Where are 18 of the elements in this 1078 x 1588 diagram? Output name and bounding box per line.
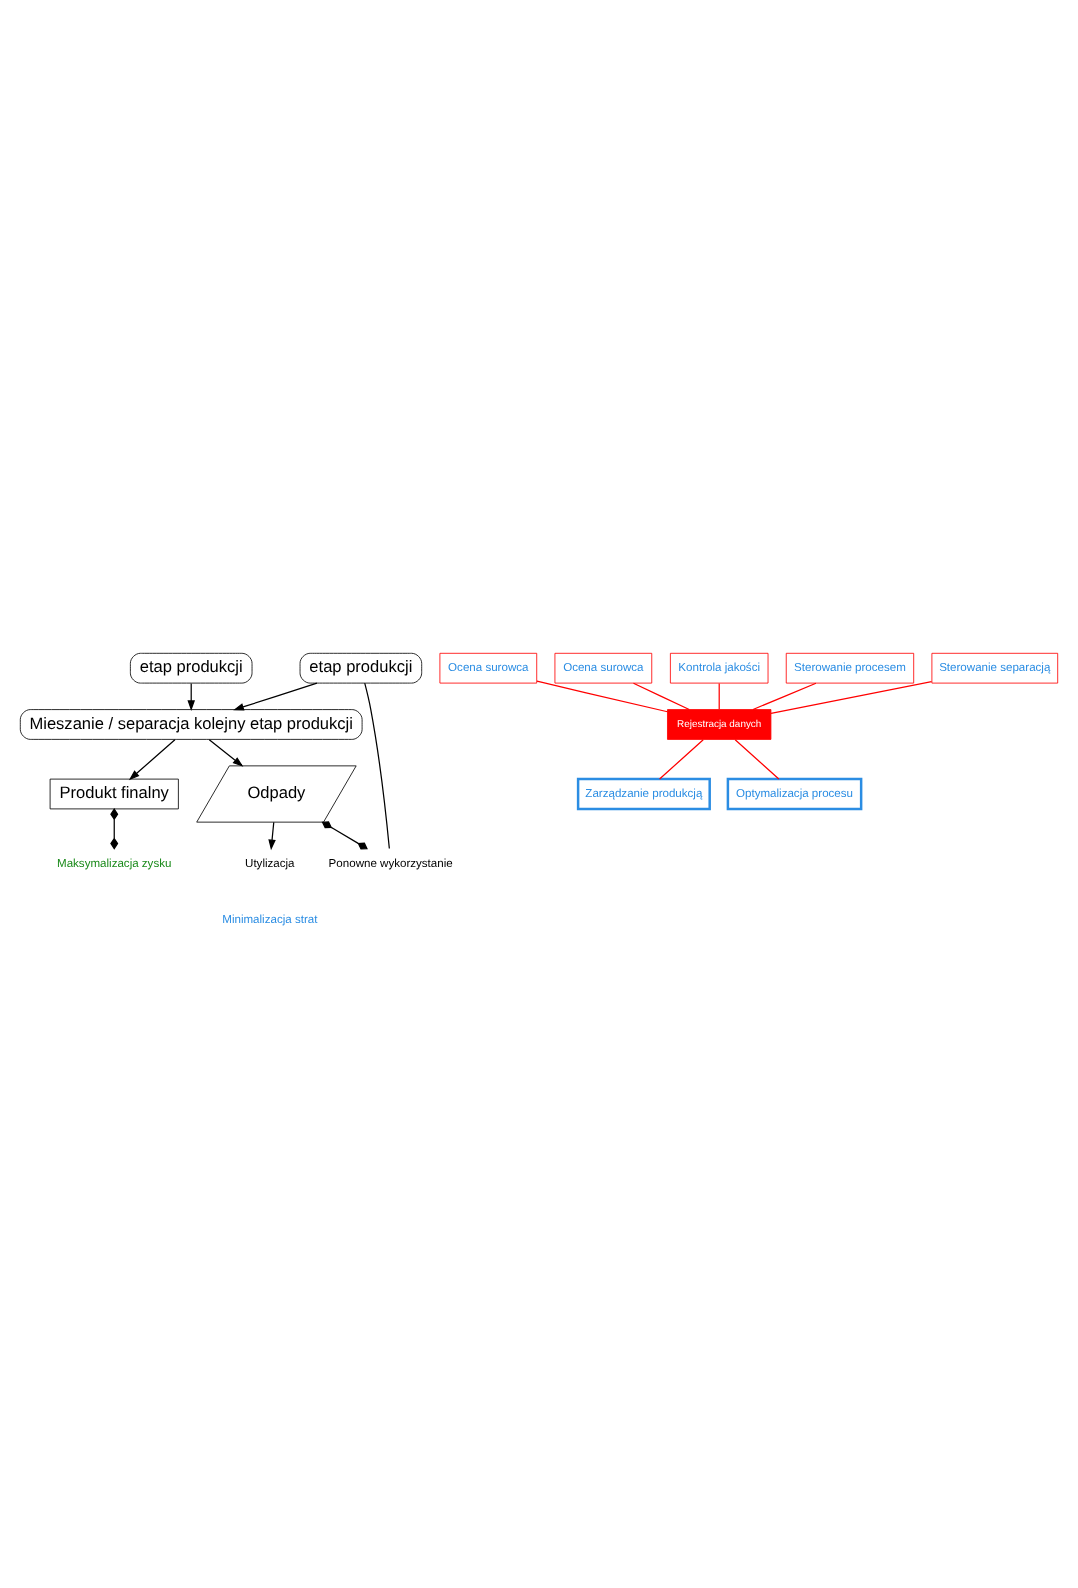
connector xyxy=(632,682,690,711)
connector xyxy=(536,680,669,713)
node-box: etap produkcji xyxy=(299,652,423,684)
node-box: etap produkcji xyxy=(129,652,253,684)
node-box: Produkt finalny xyxy=(49,778,179,810)
arrow xyxy=(208,739,244,767)
connector xyxy=(752,682,817,711)
connector xyxy=(658,739,704,780)
arrow xyxy=(268,821,276,851)
connector xyxy=(321,821,368,850)
connector xyxy=(718,682,720,710)
connector xyxy=(770,680,933,714)
arrow xyxy=(233,682,318,711)
connector xyxy=(364,682,390,850)
connector xyxy=(734,739,780,780)
connector xyxy=(110,808,119,850)
node-box: Mieszanie / separacja kolejny etap produkcji xyxy=(19,709,363,740)
arrow xyxy=(128,739,176,781)
